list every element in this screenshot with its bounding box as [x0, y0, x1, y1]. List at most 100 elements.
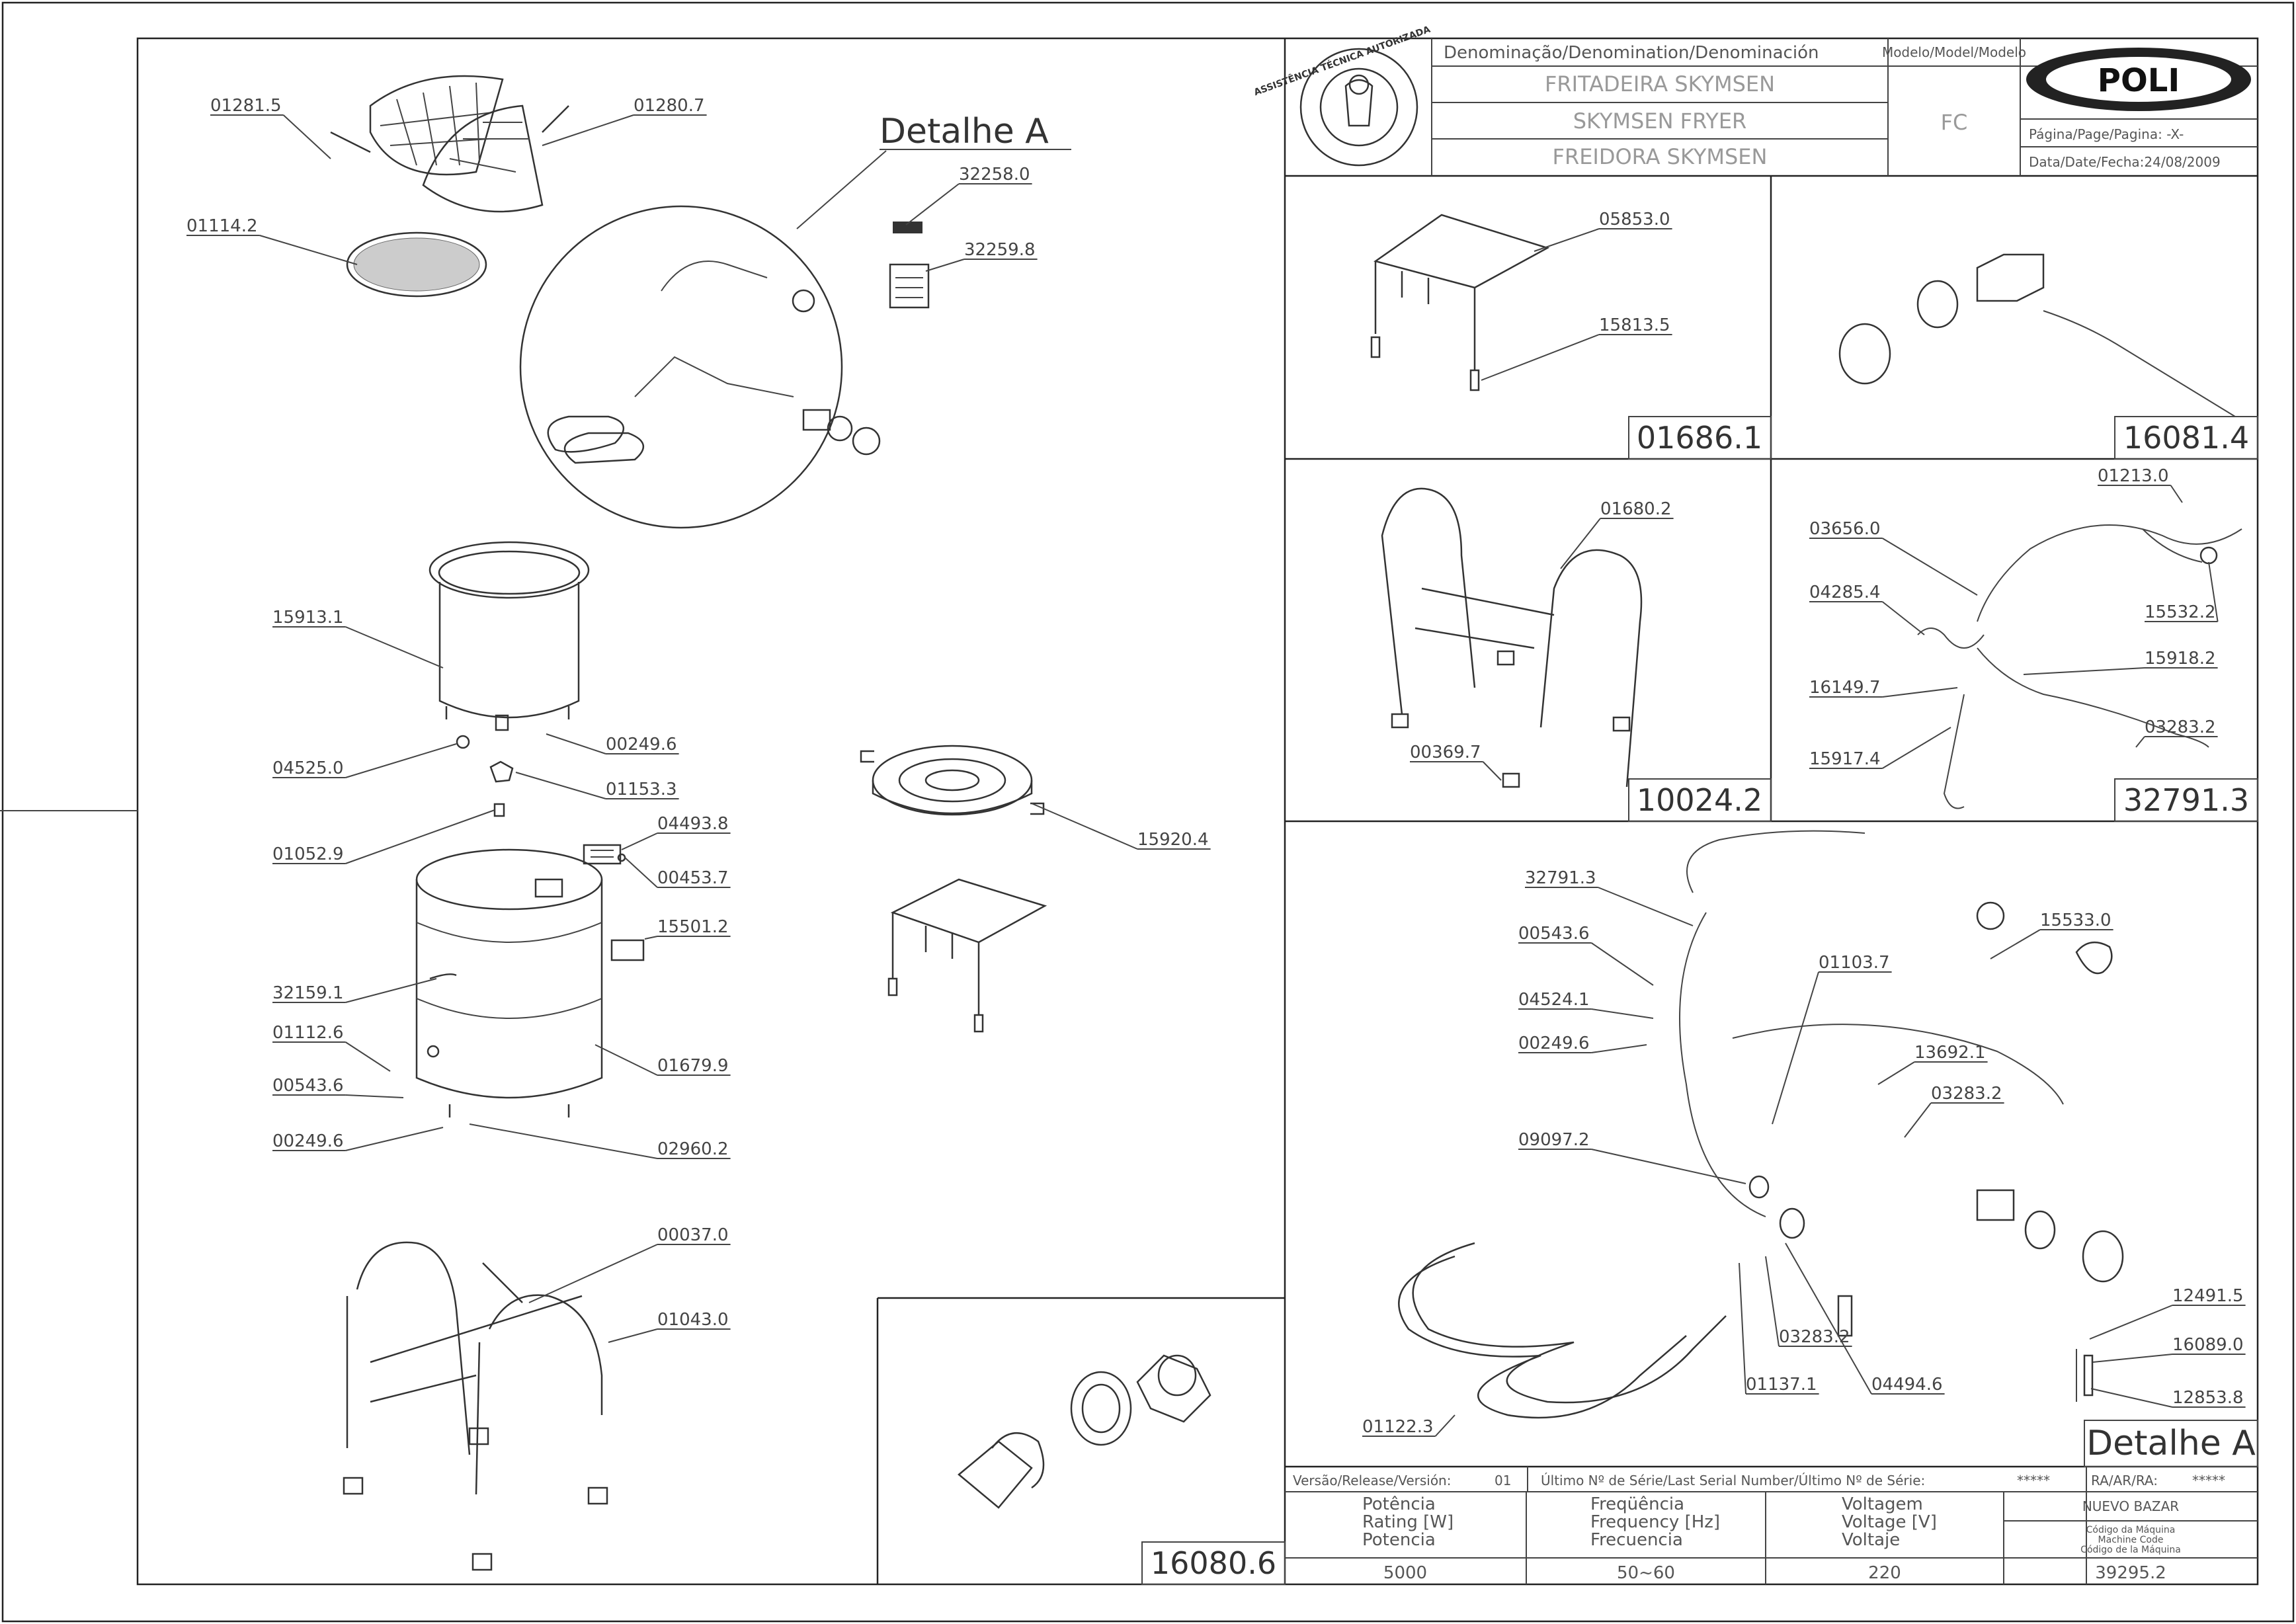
part-number-label: 32258.0	[959, 165, 1030, 184]
serial-value: *****	[2017, 1473, 2050, 1488]
small-rack	[887, 878, 1047, 1033]
fryer-exploded-view: Detalhe A	[330, 75, 1211, 1571]
ra-label: RA/AR/RA:	[2091, 1473, 2158, 1488]
callout-tank: 15913.1	[272, 608, 444, 669]
callout-lid: 15920.4	[1031, 803, 1211, 850]
part-number-label: 01112.6	[272, 1023, 344, 1043]
rating-label-3: Potencia	[1362, 1530, 1436, 1550]
part-number-label: 01114.2	[186, 216, 258, 236]
part-number-label: 15917.4	[1809, 749, 1881, 769]
callout-d-04494: 04494.6	[1785, 1242, 1945, 1395]
callout-basket-left: 01281.5	[210, 96, 331, 159]
serial-label: Último Nº de Série/Last Serial Number/Úl…	[1541, 1473, 1925, 1488]
callout-foot: 02960.2	[469, 1123, 731, 1159]
part-number-label: 01137.1	[1746, 1375, 1817, 1395]
product-name-en: SKYMSEN FRYER	[1573, 108, 1747, 134]
frequency-label-2: Frequency [Hz]	[1590, 1512, 1720, 1532]
fryer-body	[415, 848, 603, 1117]
part-number-label: 00369.7	[1410, 743, 1481, 762]
callout-d-16089: 16089.0	[2092, 1335, 2246, 1363]
fitting-parts	[958, 1354, 1211, 1509]
part-number-label: 01052.9	[272, 844, 344, 864]
part-number-label: 04525.0	[272, 758, 344, 778]
part-number-label: 32791.3	[1525, 868, 1596, 888]
panel-codes: 01686.1 16081.4 10024.2 32791.3 16080.6 …	[1141, 416, 2258, 1585]
callout-d-01122: 01122.3	[1362, 1414, 1456, 1437]
callout-d-09097: 09097.2	[1518, 1130, 1746, 1184]
seal-text: ASSISTÊNCIA TÉCNICA AUTORIZADA	[1252, 24, 1432, 99]
callout-valve: 01052.9	[272, 809, 495, 864]
callout-stand-screw1: 00037.0	[528, 1225, 731, 1303]
part-number-label: 15533.0	[2040, 911, 2112, 930]
callout-d-12853: 12853.8	[2090, 1388, 2246, 1408]
panel-code-fitting: 16080.6	[1151, 1545, 1276, 1581]
part-number-label: 15918.2	[2145, 649, 2216, 669]
callout-h-03656: 03656.0	[1809, 519, 1978, 596]
callout-d-01137: 01137.1	[1739, 1262, 1819, 1395]
part-number-label: 00543.6	[272, 1076, 344, 1096]
part-number-label: 01213.0	[2098, 466, 2169, 486]
callout-d-01103: 01103.7	[1772, 953, 1892, 1125]
part-number-label: 09097.2	[1518, 1130, 1590, 1150]
panel-code-thermostat: 16081.4	[2123, 420, 2249, 456]
part-number-label: 03283.2	[1779, 1327, 1850, 1347]
callout-d-32791: 32791.3	[1525, 868, 1694, 926]
callout-detail-sticker1: 32258.0	[905, 165, 1032, 225]
callout-screw-bottom: 00249.6	[272, 1127, 444, 1151]
part-number-label: 16089.0	[2172, 1335, 2244, 1355]
panel-code-harness: 32791.3	[2123, 782, 2249, 818]
detail-a-assembly	[1398, 830, 2124, 1419]
part-number-label: 00249.6	[606, 735, 677, 754]
part-number-label: 01680.2	[1600, 499, 1672, 519]
right-panel-drawings	[1370, 214, 2242, 1419]
part-number-label: 32159.1	[272, 983, 344, 1003]
callout-stand-rack-leg: 15813.5	[1481, 315, 1672, 381]
page-label: Página/Page/Pagina: -X-	[2029, 126, 2184, 142]
stand-frame	[1381, 487, 1643, 788]
inner-tank	[429, 541, 590, 731]
title-block: ASSISTÊNCIA TÉCNICA AUTORIZADA Denominaç…	[1252, 24, 2258, 176]
part-number-label: 01153.3	[606, 780, 677, 799]
voltage-label-2: Voltage [V]	[1842, 1512, 1937, 1532]
machine-code-label-2: Machine Code	[2098, 1535, 2164, 1545]
screen-disc	[346, 231, 487, 298]
callout-screen: 01114.2	[186, 216, 358, 265]
panel-code-stand-frame: 10024.2	[1637, 782, 1762, 818]
part-number-label: 04493.8	[657, 814, 729, 834]
callout-label-sticker: 15501.2	[644, 917, 731, 940]
part-number-label: 00249.6	[272, 1131, 344, 1151]
part-number-label: 15920.4	[1137, 830, 1209, 850]
part-number-label: 00543.6	[1518, 924, 1590, 944]
callout-screw-plate: 00453.7	[624, 857, 731, 888]
footer-table: Versão/Release/Versión: 01 Último Nº de …	[1285, 1465, 2258, 1584]
model-value: FC	[1941, 110, 1968, 135]
part-number-label: 01280.7	[634, 96, 705, 116]
machine-code-label-3: Código de la Máquina	[2080, 1545, 2181, 1555]
product-name-es: FREIDORA SKYMSEN	[1553, 144, 1768, 169]
callout-plate: 04493.8	[621, 814, 731, 850]
part-number-label: 01103.7	[1819, 953, 1890, 973]
detail-a-circle: Detalhe A	[519, 112, 1071, 529]
date-label: Data/Date/Fecha:24/08/2009	[2029, 154, 2221, 170]
part-number-label: 13692.1	[1914, 1043, 1986, 1063]
part-number-label: 15813.5	[1599, 315, 1670, 335]
frequency-label-1: Freqüência	[1590, 1494, 1684, 1514]
part-number-label: 03656.0	[1809, 519, 1881, 539]
callout-nut: 01153.3	[515, 772, 679, 799]
part-number-label: 15913.1	[272, 608, 344, 628]
callout-detail-sticker2: 32259.8	[925, 240, 1038, 272]
wire-harness	[1917, 524, 2242, 809]
detail-a-label-bottom: Detalhe A	[2086, 1424, 2256, 1463]
callouts: 01281.5 01280.7 01114.2 32258.0 32259.8 15913…	[186, 96, 2246, 1437]
poli-logo: POLI	[2026, 48, 2251, 111]
callout-d-03283a: 03283.2	[1904, 1084, 2004, 1138]
callout-body: 01679.9	[594, 1044, 731, 1076]
voltage-value: 220	[1868, 1563, 1901, 1583]
part-number-label: 01281.5	[210, 96, 282, 116]
rating-label-2: Rating [W]	[1362, 1512, 1454, 1532]
frequency-label-3: Frecuencia	[1590, 1530, 1683, 1550]
callout-d-03283b: 03283.2	[1765, 1256, 1852, 1347]
customer-name: NUEVO BAZAR	[2082, 1498, 2179, 1514]
part-number-label: 04285.4	[1809, 583, 1881, 602]
callout-h-03283: 03283.2	[2135, 717, 2218, 748]
